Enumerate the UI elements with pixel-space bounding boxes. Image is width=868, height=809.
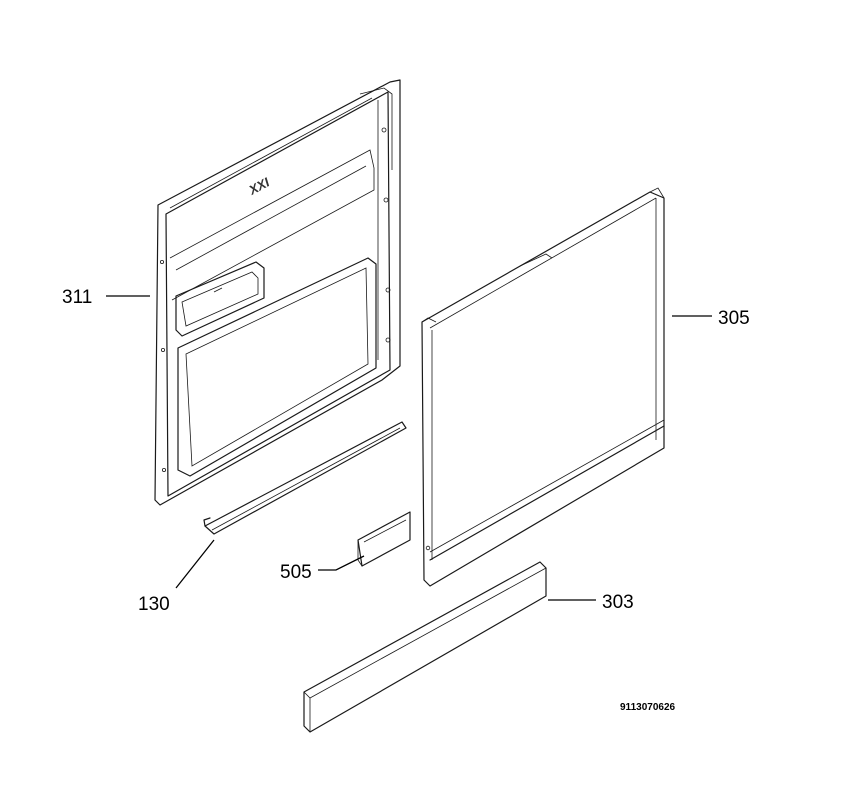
callout-130: 130 [138, 594, 170, 615]
drawing-number: 9113070626 [620, 702, 676, 713]
callout-505: 505 [280, 562, 312, 583]
callout-305: 305 [718, 308, 750, 329]
part-130-seal-strip [203, 421, 407, 535]
leader-505 [318, 555, 365, 571]
leader-130 [175, 539, 215, 589]
callout-303: 303 [602, 592, 634, 613]
embossed-logo: XXI [245, 174, 272, 198]
part-505-small-part [357, 511, 411, 567]
part-303-kick-plate [303, 561, 547, 733]
part-311-inner-door: XXI [154, 79, 401, 506]
part-305-outer-door [421, 187, 665, 587]
callout-311: 311 [62, 287, 92, 308]
